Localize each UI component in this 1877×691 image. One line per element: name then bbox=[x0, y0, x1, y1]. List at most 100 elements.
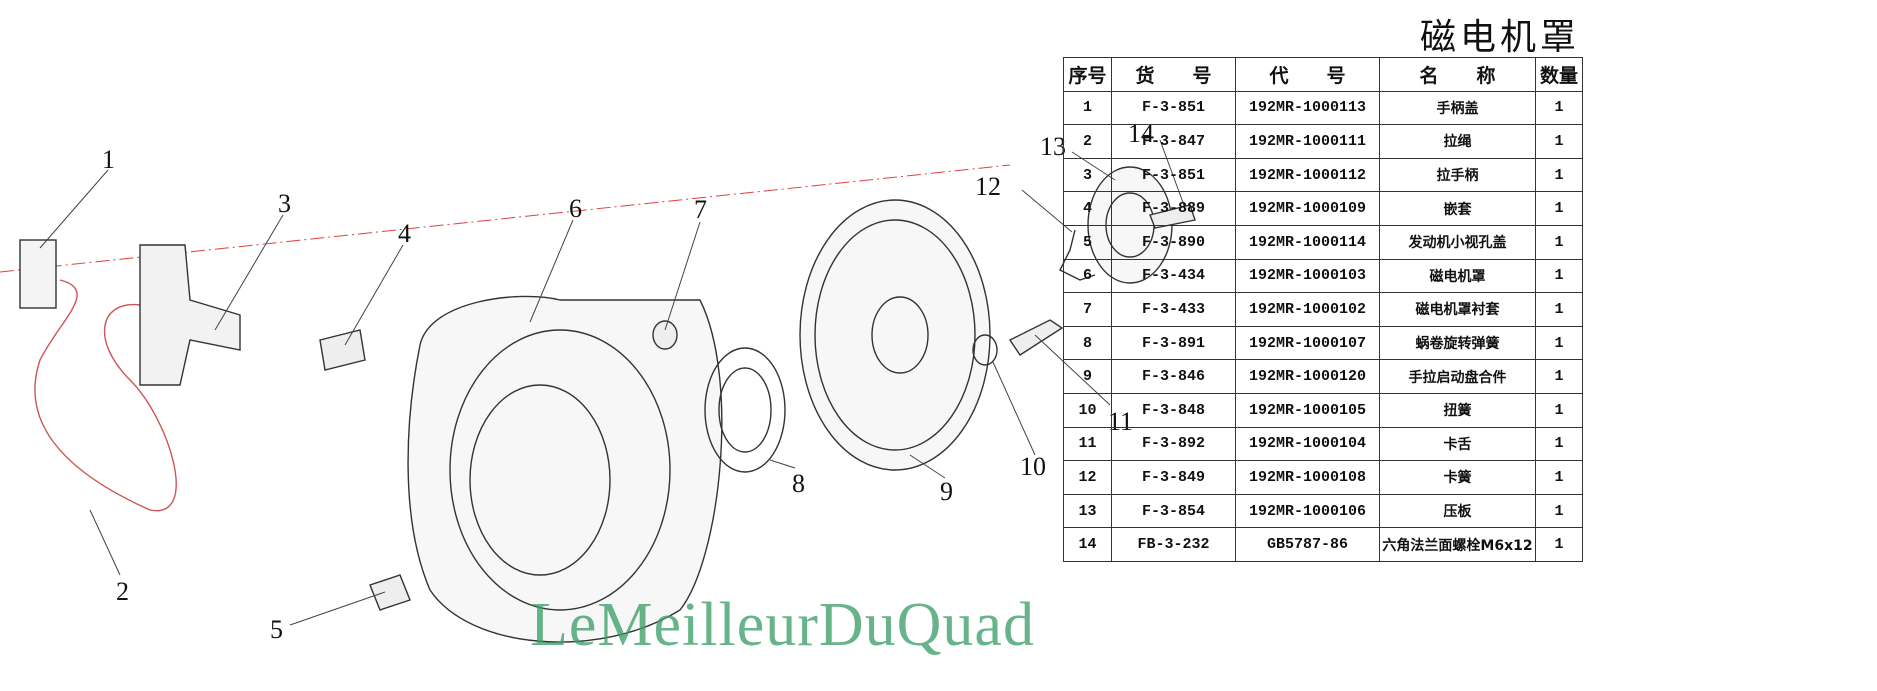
cell-quantity: 1 bbox=[1535, 325, 1583, 361]
cell-item-number: F-3-846 bbox=[1111, 359, 1236, 394]
cell-code: 192MR-1000112 bbox=[1235, 157, 1380, 193]
cell-quantity: 1 bbox=[1535, 493, 1583, 529]
callout-1: 1 bbox=[102, 145, 115, 174]
part-6-magneto-cover bbox=[407, 295, 723, 643]
cell-name: 手柄盖 bbox=[1379, 90, 1536, 126]
cell-quantity: 1 bbox=[1535, 224, 1583, 260]
cell-index: 5 bbox=[1063, 224, 1112, 260]
cell-item-number: F-3-892 bbox=[1111, 426, 1236, 462]
cell-index: 12 bbox=[1063, 460, 1112, 495]
cell-quantity: 1 bbox=[1535, 460, 1583, 495]
cell-code: 192MR-1000107 bbox=[1235, 325, 1380, 361]
part-2-rope bbox=[34, 279, 177, 512]
cell-name: 卡舌 bbox=[1379, 426, 1536, 462]
cell-quantity: 1 bbox=[1535, 258, 1583, 294]
cell-index: 13 bbox=[1063, 493, 1112, 529]
cell-code: 192MR-1000109 bbox=[1235, 191, 1380, 226]
cell-name: 嵌套 bbox=[1379, 191, 1536, 226]
cell-code: 192MR-1000105 bbox=[1235, 392, 1380, 428]
cell-index: 1 bbox=[1063, 90, 1112, 126]
cell-name: 蜗卷旋转弹簧 bbox=[1379, 325, 1536, 361]
cell-index: 11 bbox=[1063, 426, 1112, 462]
cell-name: 六角法兰面螺栓M6x12 bbox=[1379, 527, 1536, 562]
cell-item-number: F-3-433 bbox=[1111, 292, 1236, 327]
cell-code: 192MR-1000103 bbox=[1235, 258, 1380, 294]
cell-quantity: 1 bbox=[1535, 191, 1583, 226]
cell-item-number: F-3-889 bbox=[1111, 191, 1236, 226]
cell-name: 压板 bbox=[1379, 493, 1536, 529]
cell-item-number: F-3-434 bbox=[1111, 258, 1236, 294]
part-9-starter-pulley bbox=[799, 199, 991, 471]
cell-quantity: 1 bbox=[1535, 392, 1583, 428]
cell-code: 192MR-1000114 bbox=[1235, 224, 1380, 260]
cell-code: 192MR-1000120 bbox=[1235, 359, 1380, 394]
cell-index: 6 bbox=[1063, 258, 1112, 294]
header-quantity: 数量 bbox=[1535, 57, 1583, 92]
callout-7: 7 bbox=[694, 195, 707, 224]
cell-code: 192MR-1000102 bbox=[1235, 292, 1380, 327]
cell-index: 3 bbox=[1063, 157, 1112, 193]
part-1-handle-cap bbox=[19, 239, 57, 309]
cell-item-number: F-3-891 bbox=[1111, 325, 1236, 361]
cell-name: 手拉启动盘合件 bbox=[1379, 359, 1536, 394]
cell-quantity: 1 bbox=[1535, 426, 1583, 462]
cell-quantity: 1 bbox=[1535, 124, 1583, 159]
cell-index: 2 bbox=[1063, 124, 1112, 159]
cell-name: 卡簧 bbox=[1379, 460, 1536, 495]
cell-name: 磁电机罩衬套 bbox=[1379, 292, 1536, 327]
callout-3: 3 bbox=[278, 189, 291, 218]
cell-name: 扭簧 bbox=[1379, 392, 1536, 428]
cell-index: 9 bbox=[1063, 359, 1112, 394]
cell-name: 拉手柄 bbox=[1379, 157, 1536, 193]
header-name: 名 称 bbox=[1379, 57, 1536, 92]
header-index: 序号 bbox=[1063, 57, 1112, 92]
cell-quantity: 1 bbox=[1535, 90, 1583, 126]
part-10-torsion-spring bbox=[972, 334, 998, 366]
cell-quantity: 1 bbox=[1535, 527, 1583, 562]
cell-quantity: 1 bbox=[1535, 292, 1583, 327]
part-3-pull-handle bbox=[139, 244, 241, 386]
cell-name: 拉绳 bbox=[1379, 124, 1536, 159]
part-5-plug bbox=[369, 574, 411, 611]
cell-index: 10 bbox=[1063, 392, 1112, 428]
cell-index: 4 bbox=[1063, 191, 1112, 226]
part-7-bushing bbox=[652, 320, 678, 350]
cell-code: 192MR-1000113 bbox=[1235, 90, 1380, 126]
part-4-insert bbox=[319, 329, 366, 371]
cell-quantity: 1 bbox=[1535, 157, 1583, 193]
cell-quantity: 1 bbox=[1535, 359, 1583, 394]
callout-13: 13 bbox=[1040, 132, 1066, 161]
cell-code: 192MR-1000106 bbox=[1235, 493, 1380, 529]
cell-index: 7 bbox=[1063, 292, 1112, 327]
callout-4: 4 bbox=[398, 219, 411, 248]
header-item-number: 货 号 bbox=[1111, 57, 1236, 92]
cell-item-number: F-3-851 bbox=[1111, 90, 1236, 126]
cell-code: 192MR-1000111 bbox=[1235, 124, 1380, 159]
cell-index: 14 bbox=[1063, 527, 1112, 562]
callout-9: 9 bbox=[940, 477, 953, 506]
watermark: LeMeilleurDuQuad bbox=[530, 591, 1035, 659]
cell-name: 发动机小视孔盖 bbox=[1379, 224, 1536, 260]
callout-2: 2 bbox=[116, 577, 129, 606]
cell-item-number: FB-3-232 bbox=[1111, 527, 1236, 562]
part-8-spiral-spring bbox=[704, 347, 786, 473]
cell-item-number: F-3-851 bbox=[1111, 157, 1236, 193]
cell-name: 磁电机罩 bbox=[1379, 258, 1536, 294]
cell-item-number: F-3-890 bbox=[1111, 224, 1236, 260]
callout-12: 12 bbox=[975, 172, 1001, 201]
cell-item-number: F-3-849 bbox=[1111, 460, 1236, 495]
callout-8: 8 bbox=[792, 469, 805, 498]
